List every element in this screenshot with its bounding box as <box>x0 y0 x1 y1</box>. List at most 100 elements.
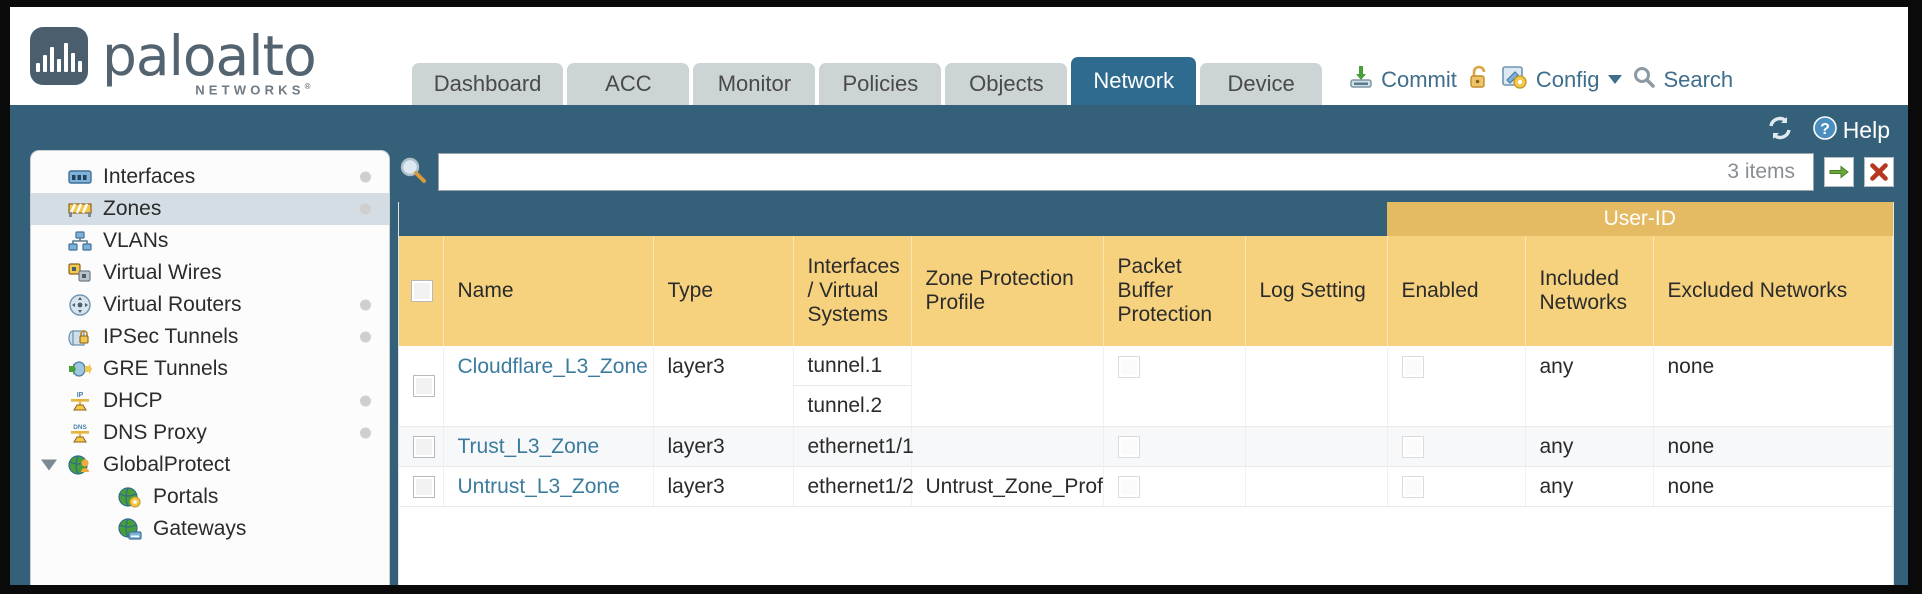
expander-triangle-icon[interactable] <box>41 459 57 471</box>
table-row[interactable]: Trust_L3_Zone layer3 ethernet1/1 <box>399 426 1893 467</box>
ipsec-tunnels-icon <box>67 326 93 348</box>
window-frame-bottom <box>0 585 1922 594</box>
userid-enabled-checkbox[interactable] <box>1401 435 1424 458</box>
col-included-networks[interactable]: Included Networks <box>1525 236 1654 346</box>
col-userid-enabled[interactable]: Enabled <box>1387 236 1526 346</box>
userid-enabled-cell <box>1387 466 1526 507</box>
zones-table: User-ID Name Type Interfaces / Virtual S… <box>399 202 1893 507</box>
packet-buffer-protection-cell <box>1103 466 1246 507</box>
zone-name-link[interactable]: Untrust_L3_Zone <box>457 474 620 498</box>
clear-filter-button[interactable] <box>1864 157 1894 187</box>
window-frame-top <box>0 0 1922 7</box>
tab-objects[interactable]: Objects <box>945 63 1068 105</box>
filter-search-icon[interactable] <box>398 155 428 190</box>
row-checkbox[interactable] <box>413 475 435 498</box>
included-networks-cell: any <box>1525 346 1654 427</box>
config-dropdown[interactable]: Config <box>1501 64 1623 95</box>
help-button[interactable]: ? Help <box>1812 115 1890 146</box>
userid-enabled-checkbox[interactable] <box>1401 475 1424 498</box>
packet-buffer-protection-checkbox[interactable] <box>1117 435 1140 458</box>
select-all-header <box>399 236 444 346</box>
sidebar-item-portals[interactable]: Portals <box>31 481 389 513</box>
sidebar-item-virtual-wires[interactable]: Virtual Wires <box>31 257 389 289</box>
filter-input-box[interactable]: 3 items <box>438 153 1814 191</box>
svg-text:DNS: DNS <box>73 424 87 431</box>
config-label: Config <box>1535 66 1600 92</box>
commit-button[interactable]: Commit <box>1348 64 1457 95</box>
app-header: paloalto NETWORKS® Dashboard ACC Monitor… <box>10 7 1908 105</box>
zones-icon <box>67 198 93 220</box>
col-interfaces-vsys[interactable]: Interfaces / Virtual Systems <box>793 236 912 346</box>
group-header-blank <box>399 202 1387 236</box>
window-frame-left <box>0 0 10 594</box>
sidebar-status-dot <box>360 427 371 439</box>
tab-device[interactable]: Device <box>1200 63 1323 105</box>
packet-buffer-protection-cell <box>1103 346 1246 427</box>
sidebar-item-gateways[interactable]: Gateways <box>31 513 389 545</box>
tab-monitor[interactable]: Monitor <box>693 63 816 105</box>
row-checkbox[interactable] <box>413 375 435 398</box>
sidebar-item-virtual-routers[interactable]: Virtual Routers <box>31 289 389 321</box>
row-checkbox[interactable] <box>413 435 435 458</box>
tab-network[interactable]: Network <box>1071 57 1197 105</box>
zone-name-link[interactable]: Trust_L3_Zone <box>457 434 600 458</box>
col-zone-protection-profile[interactable]: Zone Protection Profile <box>911 236 1104 346</box>
tab-policies[interactable]: Policies <box>819 63 942 105</box>
zone-interfaces-cell: ethernet1/1 <box>793 426 914 467</box>
tab-dashboard[interactable]: Dashboard <box>411 63 564 105</box>
brand-name: paloalto <box>102 23 317 88</box>
zone-type-cell: layer3 <box>653 426 794 467</box>
header-actions: Commit <box>1348 64 1733 95</box>
sidebar-item-label: Virtual Routers <box>103 293 242 316</box>
green-arrow-icon <box>1829 165 1849 179</box>
col-name[interactable]: Name <box>443 236 654 346</box>
userid-enabled-checkbox[interactable] <box>1401 356 1424 379</box>
log-setting-cell <box>1245 466 1388 507</box>
sidebar-item-dhcp[interactable]: IP DHCP <box>31 385 389 417</box>
sidebar-item-gre-tunnels[interactable]: GRE Tunnels <box>31 353 389 385</box>
group-header-row: User-ID <box>399 202 1893 236</box>
excluded-networks-cell: none <box>1653 426 1893 467</box>
select-all-checkbox[interactable] <box>411 280 433 303</box>
table-row[interactable]: Untrust_L3_Zone layer3 ethernet1/2 Untru… <box>399 466 1893 507</box>
userid-enabled-cell <box>1387 426 1526 467</box>
sidebar-status-dot <box>360 331 371 343</box>
zone-type-cell: layer3 <box>653 466 794 507</box>
zone-name-link[interactable]: Cloudflare_L3_Zone <box>457 355 648 378</box>
table-row[interactable]: Cloudflare_L3_Zone layer3 tunnel.1 tunne… <box>399 346 1893 427</box>
tab-acc[interactable]: ACC <box>567 63 690 105</box>
filter-input[interactable] <box>451 155 1728 189</box>
main-tab-bar: Dashboard ACC Monitor Policies Objects N… <box>411 57 1323 105</box>
sidebar-item-dns-proxy[interactable]: DNS DNS Proxy <box>31 417 389 449</box>
col-type[interactable]: Type <box>653 236 794 346</box>
sidebar-item-label: GlobalProtect <box>103 453 231 476</box>
sidebar-item-ipsec-tunnels[interactable]: IPSec Tunnels <box>31 321 389 353</box>
packet-buffer-protection-checkbox[interactable] <box>1117 356 1140 379</box>
packet-buffer-protection-checkbox[interactable] <box>1117 475 1140 498</box>
col-log-setting[interactable]: Log Setting <box>1245 236 1388 346</box>
lock-button[interactable] <box>1467 64 1491 95</box>
col-packet-buffer-protection[interactable]: Packet Buffer Protection <box>1103 236 1246 346</box>
sidebar-item-interfaces[interactable]: Interfaces <box>31 161 389 193</box>
help-question-icon: ? <box>1812 115 1838 146</box>
zone-name-cell: Trust_L3_Zone <box>443 426 654 467</box>
search-button[interactable]: Search <box>1632 65 1733 94</box>
search-icon <box>1632 65 1656 94</box>
interface-entry: tunnel.2 <box>807 394 883 417</box>
sidebar-item-globalprotect[interactable]: GlobalProtect <box>31 449 389 481</box>
sidebar-item-zones[interactable]: Zones <box>31 193 389 225</box>
brand-tagline: NETWORKS® <box>195 81 315 98</box>
sidebar-item-label: DHCP <box>103 389 163 412</box>
zones-table-wrapper: User-ID Name Type Interfaces / Virtual S… <box>398 202 1894 591</box>
sidebar-status-dot <box>360 395 371 407</box>
col-excluded-networks[interactable]: Excluded Networks <box>1653 236 1893 346</box>
sidebar-item-label: GRE Tunnels <box>103 357 228 380</box>
vlans-icon <box>67 230 93 252</box>
apply-filter-button[interactable] <box>1824 157 1854 187</box>
sidebar-item-vlans[interactable]: VLANs <box>31 225 389 257</box>
items-count-label: 3 items <box>1727 160 1795 183</box>
sidebar-item-label: IPSec Tunnels <box>103 325 239 348</box>
refresh-icon[interactable] <box>1766 115 1794 146</box>
paloalto-logo: paloalto NETWORKS® <box>30 23 317 97</box>
